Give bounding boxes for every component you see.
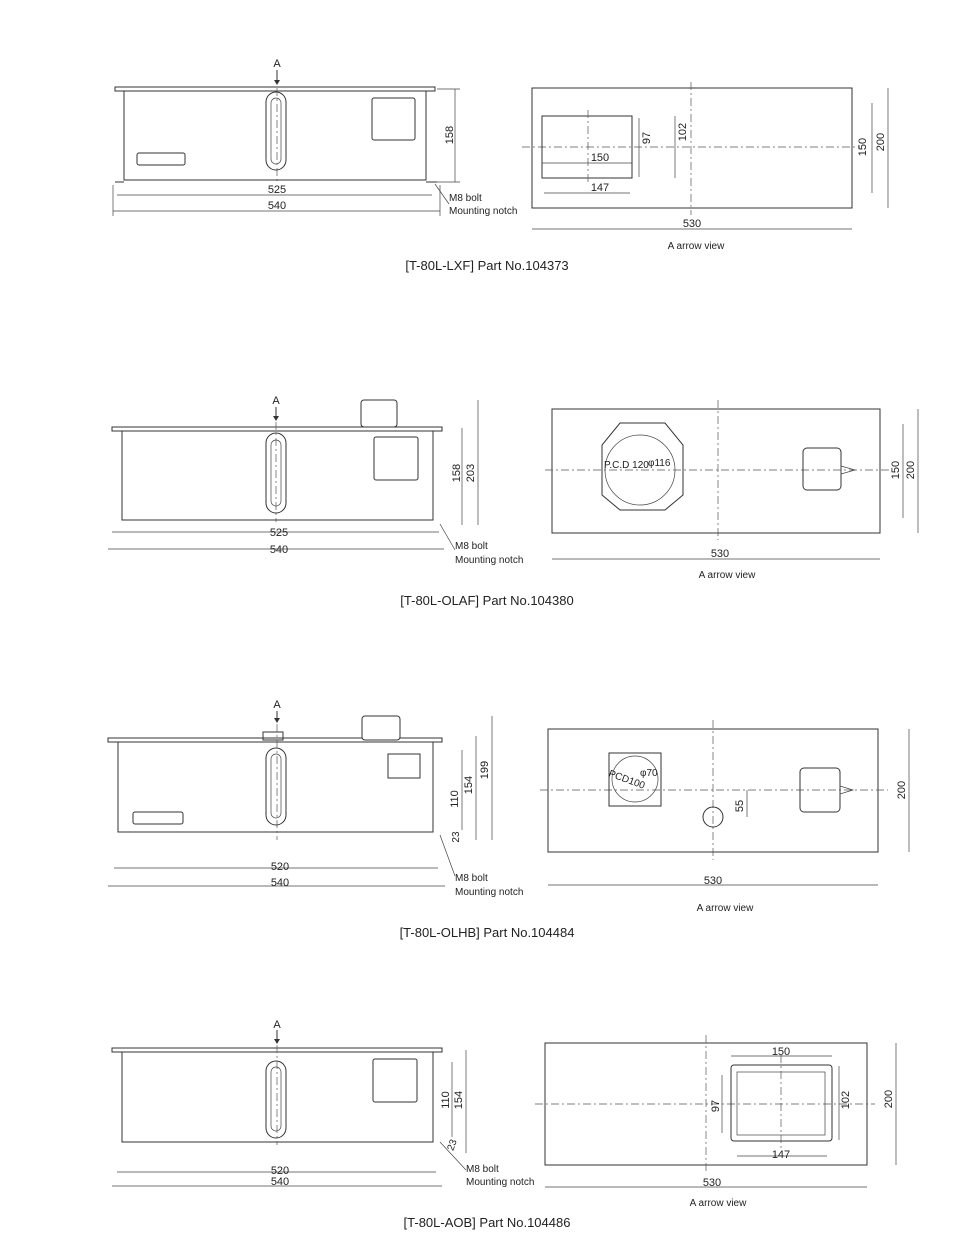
dim-plate-height: 200 [875, 133, 887, 151]
dim-total-height: 203 [465, 464, 477, 482]
side-view-olhb: A 520 540 110 154 199 23 M8 bolt Mountin… [107, 699, 523, 898]
note-notch: Mounting notch [449, 206, 517, 217]
inspection-window [387, 753, 421, 779]
note-bolt: M8 bolt [455, 541, 488, 552]
dim-cover-h: 102 [840, 1091, 852, 1109]
filler-cap [361, 715, 401, 741]
filler-cap [360, 399, 398, 428]
dim-notch-pitch: 110 [440, 1091, 452, 1109]
dim-outer-width: 540 [271, 1176, 289, 1188]
drawing-t80l-lxf: A 525 540 158 M8 bolt Mounting notch [0, 0, 974, 290]
side-view-aob: A 520 540 110 154 23 M8 bolt Mounting no… [111, 1019, 534, 1188]
caption-olaf: [T-80L-OLAF] Part No.104380 [400, 593, 574, 608]
dim-notch-offset: 23 [446, 1138, 460, 1153]
dim-cover-bolt-w: 147 [591, 182, 609, 194]
pump-flange [601, 422, 684, 511]
arrow-view-title: A arrow view [697, 903, 754, 914]
arrow-view-title: A arrow view [668, 241, 725, 252]
dim-outer-width: 540 [268, 200, 286, 212]
arrow-view-aob: 150 147 97 102 200 530 A arrow view [535, 1035, 897, 1209]
cover-plate [730, 1064, 833, 1142]
top-plate [531, 87, 853, 209]
side-view-lxf: A 525 540 158 M8 bolt Mounting notch [112, 58, 517, 217]
dim-port-offset: 55 [734, 800, 746, 812]
dim-mount-span: 150 [890, 461, 902, 479]
dim-cover-bolt-h: 97 [710, 1100, 722, 1112]
dim-cover-bolt-w: 147 [772, 1149, 790, 1161]
dim-height: 158 [451, 464, 463, 482]
note-bolt: M8 bolt [466, 1164, 499, 1175]
nameplate [132, 811, 184, 825]
level-gauge-icon [265, 91, 287, 171]
dim-height: 154 [463, 776, 475, 794]
dim-plate-height: 200 [883, 1090, 895, 1108]
side-view-olaf: A 525 540 158 203 M8 bolt Mounting notch [108, 395, 523, 566]
dim-notch-offset: 23 [451, 831, 462, 843]
dim-cover-w: 150 [772, 1046, 790, 1058]
port-fitting [262, 731, 284, 741]
tank-body [121, 430, 434, 521]
dim-height: 158 [444, 126, 456, 144]
note-notch: Mounting notch [466, 1177, 534, 1188]
dim-inner-width: 525 [270, 527, 288, 539]
note-bolt: M8 bolt [455, 873, 488, 884]
nameplate [136, 152, 186, 166]
return-port [702, 806, 724, 828]
arrow-view-title: A arrow view [699, 570, 756, 581]
dim-pcd: P.C.D 120 [604, 460, 649, 471]
note-bolt: M8 bolt [449, 193, 482, 204]
dim-cover-bolt-h: 97 [641, 132, 653, 144]
note-notch: Mounting notch [455, 887, 523, 898]
dim-dia: φ116 [648, 458, 671, 469]
inspection-window [371, 97, 416, 141]
dim-plate-width: 530 [703, 1177, 721, 1189]
arrow-view-title: A arrow view [690, 1198, 747, 1209]
top-plate [551, 408, 881, 534]
dim-notch-pitch: 110 [449, 790, 461, 808]
dim-inner-width: 525 [268, 184, 286, 196]
arrow-view-lxf: 150 147 97 102 150 200 530 A arrow view [522, 82, 889, 252]
arrow-a-label: A [272, 395, 280, 407]
dim-cover-w: 150 [591, 152, 609, 164]
dim-mount-span: 150 [857, 138, 869, 156]
dim-outer-width: 540 [270, 544, 288, 556]
dim-plate-width: 530 [704, 875, 722, 887]
dim-plate-width: 530 [711, 548, 729, 560]
arrow-a-label: A [273, 58, 281, 70]
level-gauge-icon [265, 1060, 287, 1139]
dim-outer-width: 540 [271, 877, 289, 889]
dim-height: 154 [453, 1091, 465, 1109]
drawing-t80l-olaf: A 525 540 158 203 M8 bolt Mounting notch… [0, 390, 974, 620]
inspection-window [373, 436, 419, 481]
pump-flange [608, 752, 662, 807]
dim-plate-width: 530 [683, 218, 701, 230]
arrow-view-olhb: PCD100 φ70 55 200 530 A arrow view [540, 720, 910, 914]
dim-dia: φ70 [640, 768, 658, 779]
dim-inner-width: 520 [271, 861, 289, 873]
arrow-view-olaf: P.C.D 120 φ116 150 200 530 A arrow view [545, 400, 919, 581]
caption-aob: [T-80L-AOB] Part No.104486 [403, 1215, 571, 1230]
dim-plate-height: 200 [905, 461, 917, 479]
arrow-a-label: A [273, 1019, 281, 1031]
inspection-window [372, 1058, 418, 1103]
cover-plate [541, 115, 633, 179]
dim-total-height: 199 [479, 761, 491, 779]
level-gauge-icon [265, 747, 287, 826]
arrow-a-label: A [273, 699, 281, 711]
drawing-t80l-olhb: A 520 540 110 154 199 23 M8 bolt Mountin… [0, 690, 974, 950]
caption-lxf: [T-80L-LXF] Part No.104373 [405, 258, 569, 273]
dim-inner-width: 520 [271, 1165, 289, 1177]
tank-body [117, 741, 434, 833]
note-notch: Mounting notch [455, 555, 523, 566]
dim-plate-height: 200 [896, 781, 908, 799]
drawing-t80l-aob: A 520 540 110 154 23 M8 bolt Mounting no… [0, 1010, 974, 1260]
caption-olhb: [T-80L-OLHB] Part No.104484 [399, 925, 575, 940]
dim-cover-h: 102 [677, 123, 689, 141]
